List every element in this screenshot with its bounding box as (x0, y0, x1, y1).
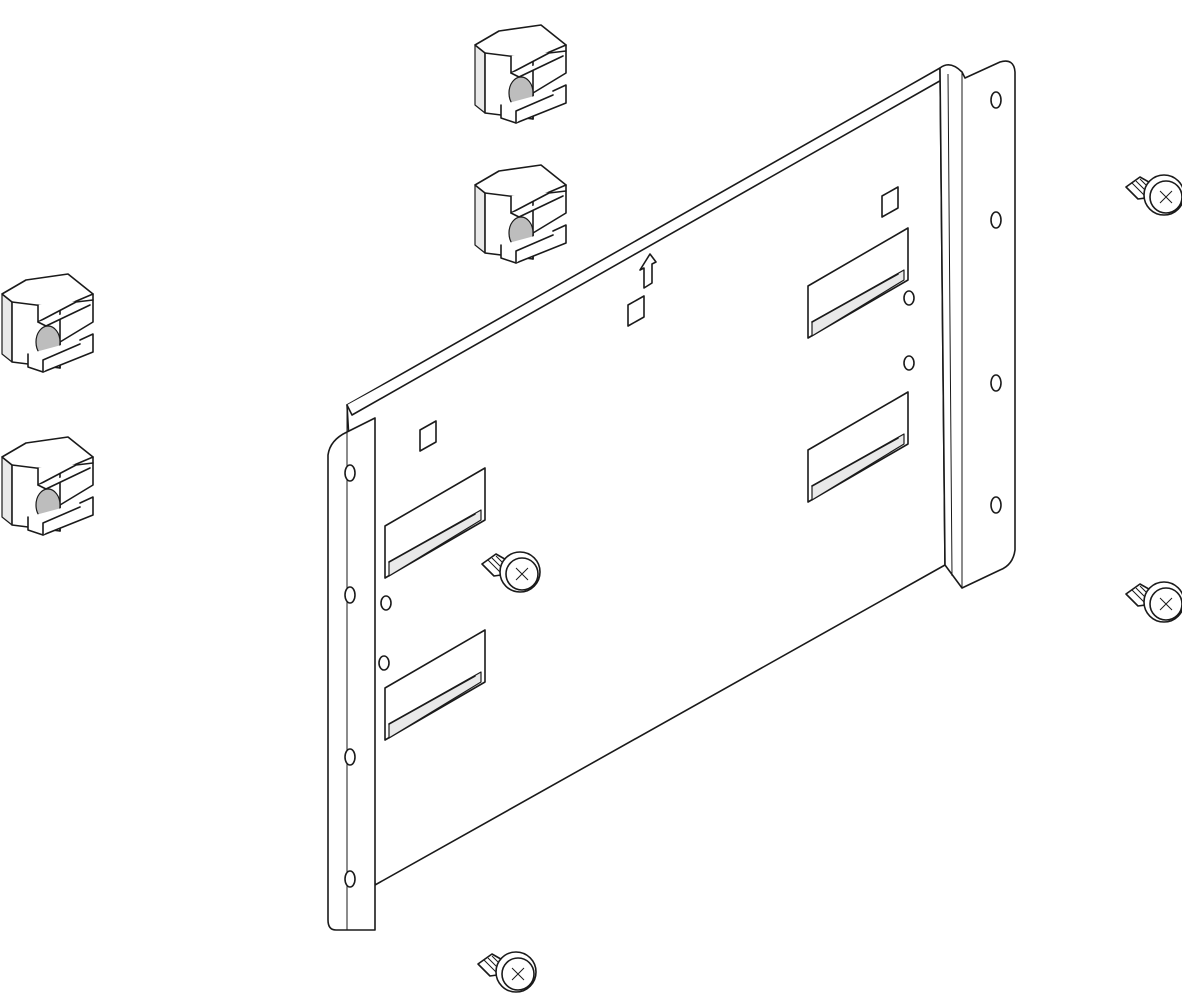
screw (1125, 581, 1182, 623)
screw (477, 951, 537, 993)
square-hole (881, 186, 899, 218)
left-flange-holes (344, 464, 356, 888)
cage-nut (474, 164, 567, 264)
screw (1125, 174, 1182, 216)
left-flange (327, 417, 376, 931)
cage-nut (1, 436, 94, 536)
plate-top-edge (346, 77, 946, 416)
up-arrow-icon (639, 253, 657, 289)
plate-face (346, 67, 946, 886)
mounting-plate (327, 60, 1016, 931)
cage-nut (1, 273, 94, 373)
square-hole (419, 420, 437, 452)
right-flange (939, 60, 1016, 589)
square-hole (627, 295, 645, 327)
cage-nut (474, 24, 567, 124)
right-flange-holes (990, 91, 1002, 514)
